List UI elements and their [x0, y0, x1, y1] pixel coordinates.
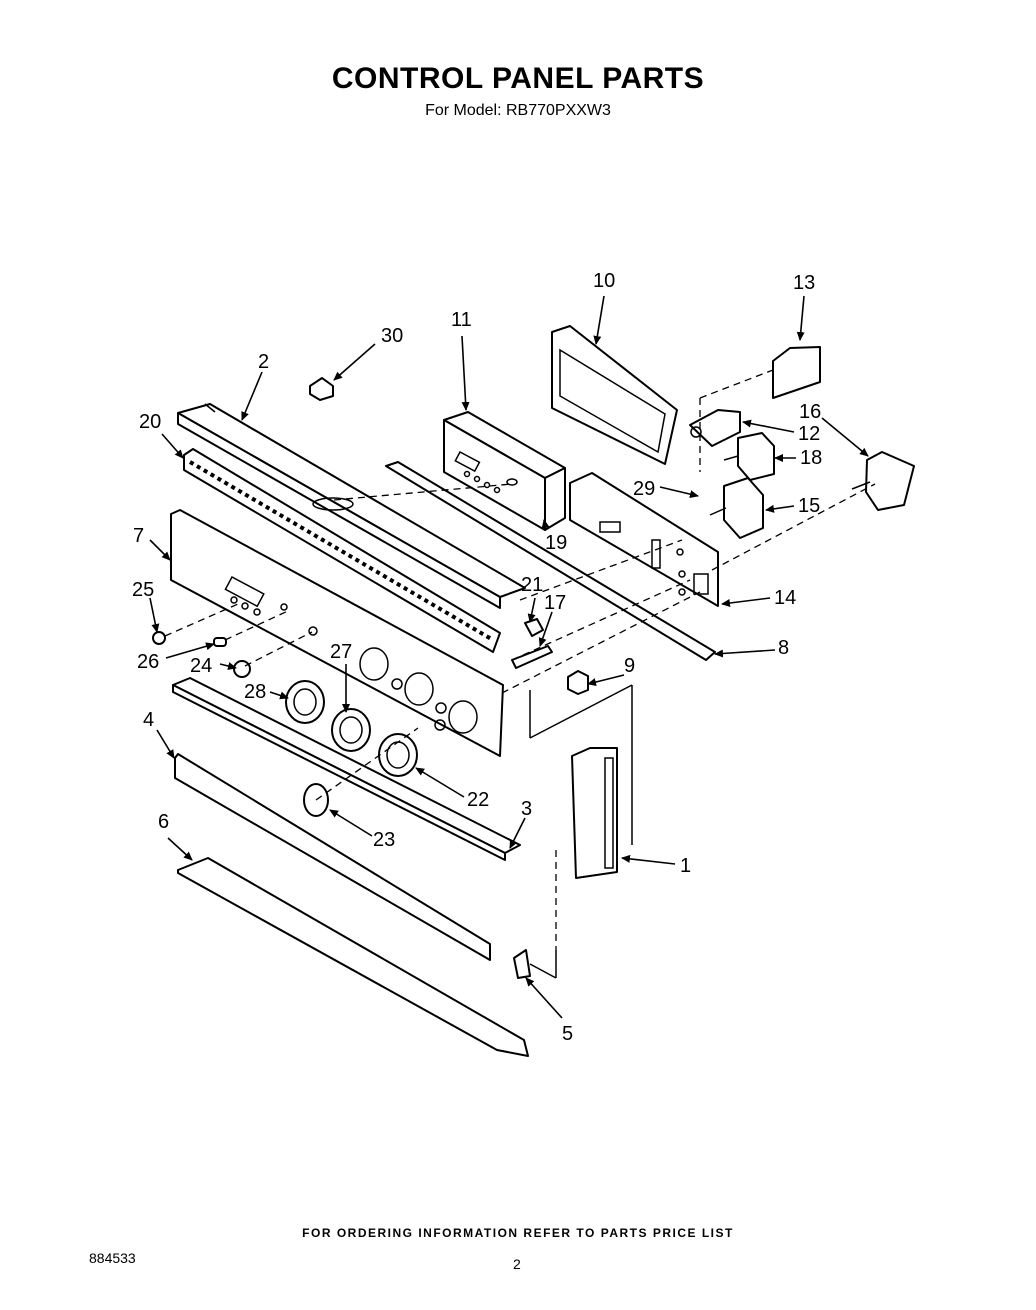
part-21-clip: [524, 618, 544, 637]
part-16-thermostat: [851, 451, 915, 511]
callout-6: 6: [158, 811, 169, 833]
callout-15: 15: [798, 495, 820, 517]
part-18-element-switch: [723, 432, 775, 481]
part-25-screw: [152, 631, 166, 645]
callout-25: 25: [132, 579, 154, 601]
callout-9: 9: [624, 655, 635, 677]
callout-21: 21: [521, 574, 543, 596]
part-12-switch: [689, 409, 741, 447]
callout-22: 22: [467, 789, 489, 811]
callout-26: 26: [137, 651, 159, 673]
document-number: 884533: [89, 1250, 136, 1266]
part-13-bracket: [772, 346, 821, 399]
callout-20: 20: [139, 411, 161, 433]
callout-16: 16: [799, 401, 821, 423]
part-24-grommet: [233, 660, 251, 678]
part-1-end-bracket: [571, 747, 618, 879]
callout-18: 18: [800, 447, 822, 469]
part-5-bracket: [513, 949, 531, 979]
part-14-mounting-panel: [569, 472, 719, 607]
part-7-control-panel: [170, 509, 504, 757]
callout-23: 23: [373, 829, 395, 851]
part-3-lower-trim: [172, 677, 521, 861]
model-subtitle: For Model: RB770PXXW3: [425, 102, 611, 119]
part-4-trim-strip: [174, 753, 491, 961]
assembly-lines: [164, 369, 876, 979]
callout-12: 12: [798, 423, 820, 445]
page-number: 2: [513, 1256, 521, 1272]
callout-19: 19: [545, 532, 567, 554]
callout-2: 2: [258, 351, 269, 373]
part-27-bezel: [331, 708, 371, 752]
page-title: CONTROL PANEL PARTS: [331, 62, 705, 95]
part-15-selector-switch: [709, 477, 764, 539]
callout-30: 30: [381, 325, 403, 347]
part-30-clip: [309, 377, 334, 401]
part-11-clock-module: [443, 411, 566, 531]
part-20-vent-strip: [183, 448, 501, 653]
part-10-display-frame: [551, 325, 678, 465]
callout-1: 1: [680, 855, 691, 877]
callout-8: 8: [778, 637, 789, 659]
part-26-pin: [213, 637, 227, 647]
callout-13: 13: [793, 272, 815, 294]
callout-24: 24: [190, 655, 212, 677]
ordering-note: FOR ORDERING INFORMATION REFER TO PARTS …: [302, 1226, 734, 1240]
part-2-top-trim: [177, 403, 526, 609]
part-9-clip: [567, 670, 589, 695]
callout-3: 3: [521, 798, 532, 820]
part-28-bezel: [285, 680, 325, 724]
callout-14: 14: [774, 587, 796, 609]
callout-labels: 1 2 3 4 5 6 7 8 9 10 11 12 13 14 15 16 1…: [132, 270, 822, 1045]
callout-28: 28: [244, 681, 266, 703]
callout-27: 27: [330, 641, 352, 663]
callout-4: 4: [143, 709, 154, 731]
callout-7: 7: [133, 525, 144, 547]
callout-10: 10: [593, 270, 615, 292]
part-17-screw: [511, 645, 553, 669]
leader-arrows: [149, 295, 869, 1019]
callout-17: 17: [544, 592, 566, 614]
callout-5: 5: [562, 1023, 573, 1045]
part-6-bottom-channel: [177, 857, 529, 1057]
part-22-bezel: [378, 733, 418, 777]
callout-11: 11: [451, 309, 472, 331]
callout-29: 29: [633, 478, 655, 500]
